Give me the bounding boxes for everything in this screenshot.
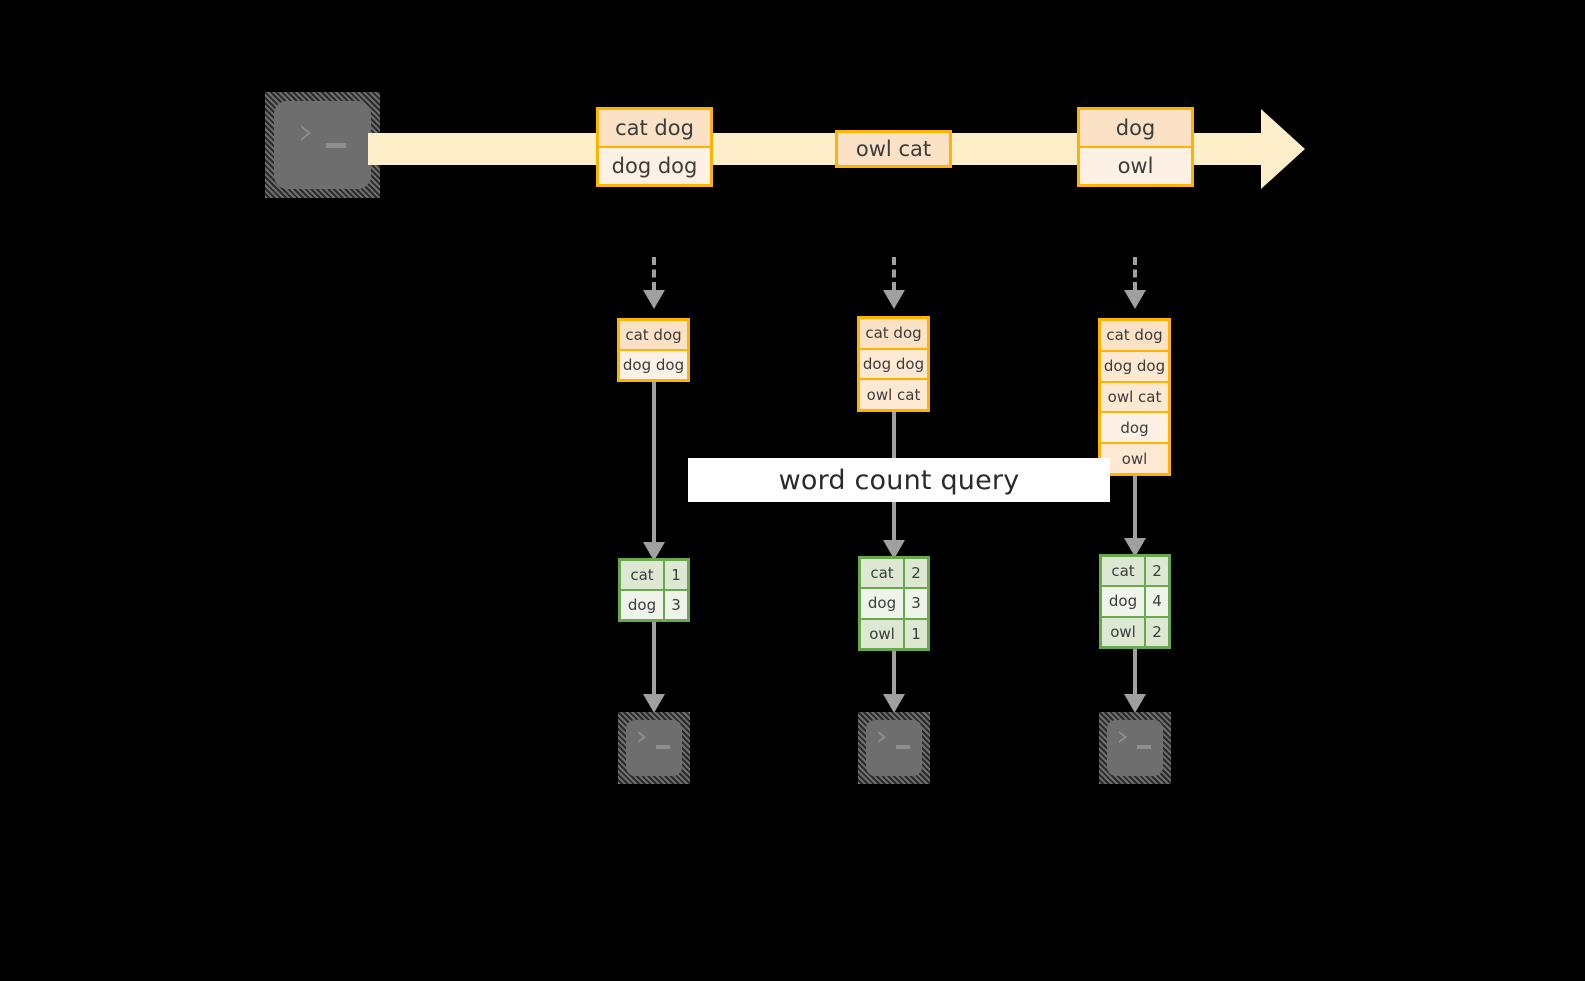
query-arrow-head-1 xyxy=(643,542,665,561)
event-stream-arrow-head xyxy=(1261,109,1305,189)
result-word: owl xyxy=(861,619,905,648)
table-row: dog 4 xyxy=(1102,587,1168,618)
accumulated-events-1: cat dog dog dog xyxy=(617,318,690,382)
prompt-chevron-icon xyxy=(878,731,886,743)
result-count: 3 xyxy=(671,596,681,614)
ingest-arrow-head-2 xyxy=(883,290,905,309)
prompt-chevron-icon xyxy=(638,731,646,743)
prompt-underscore-icon xyxy=(326,143,346,148)
accumulated-line: owl cat xyxy=(860,380,927,410)
prompt-underscore-icon xyxy=(896,745,910,749)
source-terminal-icon xyxy=(265,92,380,198)
sink-arrow-head-3 xyxy=(1124,694,1146,713)
sink-terminal-icon-2 xyxy=(858,712,930,784)
sink-terminal-icon-1 xyxy=(618,712,690,784)
word-count-result-1: cat 1 dog 3 xyxy=(618,558,690,622)
stream-event-line: cat dog xyxy=(599,110,710,148)
table-row: cat 2 xyxy=(1102,557,1168,588)
result-count: 1 xyxy=(671,566,681,584)
result-count: 1 xyxy=(911,624,921,643)
result-word: cat xyxy=(1102,557,1146,586)
accumulated-line: cat dog xyxy=(860,319,927,350)
terminal-screen xyxy=(274,101,371,189)
stream-event-group-3: dog owl xyxy=(1077,107,1194,187)
prompt-underscore-icon xyxy=(656,745,670,749)
sink-arrow-line-2 xyxy=(892,651,896,694)
word-count-query-banner: word count query xyxy=(688,458,1110,502)
terminal-screen xyxy=(626,720,682,776)
result-word: cat xyxy=(861,559,905,588)
result-word: dog xyxy=(621,591,665,619)
table-row: dog 3 xyxy=(621,591,687,619)
query-arrow-head-2 xyxy=(883,540,905,559)
table-row: owl 2 xyxy=(1102,617,1168,646)
table-row: owl 1 xyxy=(861,619,927,648)
sink-arrow-head-2 xyxy=(883,694,905,713)
prompt-chevron-icon xyxy=(301,125,311,141)
result-word: dog xyxy=(861,589,905,618)
accumulated-line: cat dog xyxy=(1101,321,1168,352)
ingest-arrow-head-3 xyxy=(1124,290,1146,309)
stream-event-line: dog xyxy=(1080,110,1191,148)
accumulated-line: cat dog xyxy=(620,321,687,351)
sink-terminal-icon-3 xyxy=(1099,712,1171,784)
accumulated-line: owl xyxy=(1101,444,1168,473)
ingest-arrow-line-2 xyxy=(892,257,896,290)
stream-event-line: dog dog xyxy=(599,148,710,184)
accumulated-line: dog dog xyxy=(1101,351,1168,383)
ingest-arrow-line-1 xyxy=(652,257,656,290)
query-arrow-line-3 xyxy=(1133,476,1137,538)
accumulated-events-3: cat dog dog dog owl cat dog owl xyxy=(1098,318,1171,476)
result-count: 3 xyxy=(911,594,921,613)
prompt-chevron-icon xyxy=(1119,731,1127,743)
table-row: cat 2 xyxy=(861,559,927,590)
table-row: dog 3 xyxy=(861,589,927,620)
table-row: cat 1 xyxy=(621,561,687,591)
result-word: cat xyxy=(621,561,665,589)
word-count-result-2: cat 2 dog 3 owl 1 xyxy=(858,556,930,651)
result-count: 2 xyxy=(911,564,921,583)
terminal-screen xyxy=(1107,720,1163,776)
accumulated-line: owl cat xyxy=(1101,382,1168,414)
result-count: 2 xyxy=(1152,562,1162,581)
stream-event-group-1: cat dog dog dog xyxy=(596,107,713,187)
word-count-result-3: cat 2 dog 4 owl 2 xyxy=(1099,554,1171,649)
sink-arrow-line-3 xyxy=(1133,649,1137,694)
query-arrow-line-1 xyxy=(652,382,656,542)
stream-event-group-2: owl cat xyxy=(835,130,952,168)
sink-arrow-line-1 xyxy=(652,622,656,694)
stream-event-line: owl cat xyxy=(838,133,949,165)
accumulated-line: dog xyxy=(1101,413,1168,445)
accumulated-events-2: cat dog dog dog owl cat xyxy=(857,316,930,412)
result-count: 2 xyxy=(1152,622,1162,641)
stream-event-line: owl xyxy=(1080,148,1191,184)
sink-arrow-head-1 xyxy=(643,694,665,713)
ingest-arrow-line-3 xyxy=(1133,257,1137,290)
query-arrow-head-3 xyxy=(1124,538,1146,557)
accumulated-line: dog dog xyxy=(860,349,927,381)
terminal-screen xyxy=(866,720,922,776)
result-word: owl xyxy=(1102,617,1146,646)
prompt-underscore-icon xyxy=(1137,745,1151,749)
accumulated-line: dog dog xyxy=(620,351,687,379)
result-count: 4 xyxy=(1152,592,1162,611)
result-word: dog xyxy=(1102,587,1146,616)
ingest-arrow-head-1 xyxy=(643,290,665,309)
